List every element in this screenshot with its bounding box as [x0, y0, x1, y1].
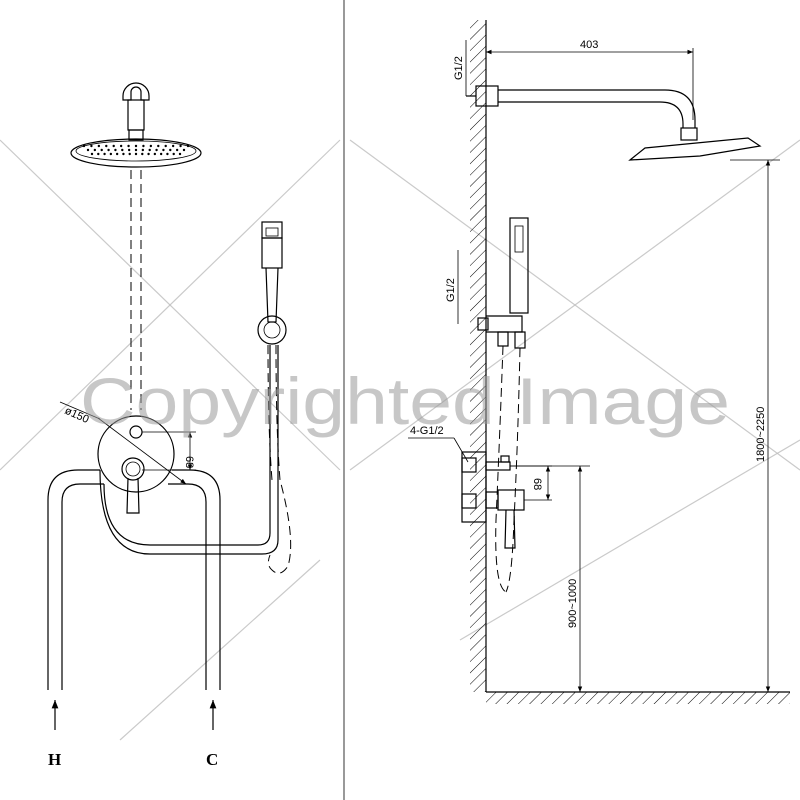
wall-section [470, 20, 790, 704]
offset-label-front: 68 [183, 456, 195, 468]
nozzle-dot [82, 144, 86, 148]
nozzle-dot [127, 144, 130, 148]
nozzle-dot [90, 152, 94, 156]
nozzle-dot [178, 152, 182, 156]
nozzle-dot [141, 152, 144, 156]
nozzle-dot [128, 152, 131, 156]
hand-shower-side [477, 217, 529, 349]
valve-height-label: 900~1000 [567, 579, 579, 628]
head-height-label: 1800~2250 [755, 407, 767, 462]
nozzle-dot [121, 148, 124, 152]
shower-inlet-label: G1/2 [453, 56, 465, 80]
nozzle-dot [147, 152, 150, 156]
nozzle-dot [159, 152, 163, 156]
hand-shower-front [257, 221, 287, 345]
valve-body-side [461, 451, 525, 549]
cold-label: C [206, 750, 218, 769]
nozzle-dot [179, 144, 182, 148]
nozzle-dot [134, 144, 138, 148]
nozzle-dot [182, 148, 186, 152]
nozzle-dot [103, 152, 106, 156]
side-view: 403 G1/2 G1/2 [408, 20, 790, 704]
nozzle-dot [162, 148, 165, 152]
nozzle-dot [119, 144, 123, 148]
nozzle-dot [86, 148, 90, 152]
nozzle-dot [164, 144, 167, 148]
hot-label: H [48, 750, 61, 769]
watermark-text: Copyrighted Image [80, 364, 730, 438]
nozzle-dot [109, 152, 113, 156]
nozzle-dot [90, 144, 93, 148]
nozzle-dot [134, 148, 138, 152]
nozzle-dot [114, 148, 117, 152]
nozzle-dot [169, 148, 172, 152]
hand-inlet-label: G1/2 [445, 278, 457, 302]
nozzle-dot [148, 148, 151, 152]
front-view: ø150 68 H C [47, 82, 292, 769]
nozzle-dot [105, 144, 108, 148]
nozzle-dot [155, 148, 158, 152]
nozzle-dot [112, 144, 115, 148]
arm-length-label: 403 [580, 39, 598, 51]
nozzle-dot [186, 144, 190, 148]
valve-offset-label: 68 [531, 478, 543, 490]
shower-arm-side [466, 85, 762, 161]
nozzle-dot [171, 144, 175, 148]
nozzle-dot [115, 152, 119, 156]
nozzle-dot [127, 148, 131, 152]
nozzle-dot [97, 144, 101, 148]
nozzle-dot [100, 148, 103, 152]
supply-pipes [47, 345, 279, 690]
nozzle-dot [93, 148, 97, 152]
nozzle-dot [141, 148, 145, 152]
nozzle-dot [142, 144, 145, 148]
nozzle-dot [175, 148, 179, 152]
nozzle-dot [149, 144, 153, 148]
nozzle-dot [122, 152, 125, 156]
nozzle-dot [153, 152, 157, 156]
nozzle-dot [172, 152, 175, 156]
watermark-lines [0, 139, 800, 741]
nozzle-dot [107, 148, 110, 152]
nozzle-dot [97, 152, 100, 156]
nozzle-dot [166, 152, 169, 156]
nozzle-dot [134, 152, 138, 156]
nozzle-dot [157, 144, 160, 148]
shower-head-front [70, 138, 202, 168]
shower-arm-front [122, 82, 150, 141]
valve-inlets-label: 4-G1/2 [410, 425, 444, 437]
